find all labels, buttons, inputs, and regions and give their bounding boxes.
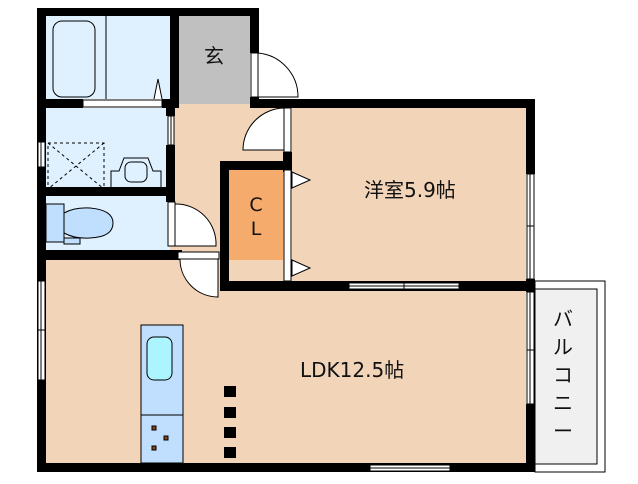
window-ldk-bottom [369,464,451,472]
balcony-label: バ ル コ ニ ー [548,305,578,445]
kitchen-counter [140,324,184,464]
closet-label-line: L [250,218,262,240]
windows [37,99,535,472]
window-bedroom-right [526,173,535,280]
balcony-label-char: ル [553,335,573,359]
washing-machine-pan [47,142,105,190]
window-ldk-left [37,280,46,381]
entry-label: 玄 [204,44,224,68]
toilet-door [167,201,217,247]
window-bath-bottom [82,99,163,108]
balcony-floor [534,288,598,465]
entry-floor [178,16,250,104]
washroom-door-jamb [167,115,175,146]
storage-marks [224,386,236,458]
window-bedroom-bottom [348,282,460,290]
bedroom-door [242,107,292,153]
doors [167,52,312,298]
window-ldk-right [526,291,535,405]
entrance-door [250,52,299,98]
ldk-floor [46,260,526,463]
bedroom-label: 洋室5.9帖 [364,178,456,202]
fixtures [45,16,236,464]
bathtub [52,16,163,100]
balcony-label-char: コ [553,363,573,387]
toilet-bowl [45,203,114,245]
closet-label: C L [246,196,266,244]
ldk-door [177,251,220,298]
balcony-label-char: バ [553,307,573,331]
balcony-label-char: ニ [553,391,573,415]
window-washroom-left [37,141,46,168]
balcony-label-char: ー [553,419,573,443]
ldk-label: LDK12.5帖 [300,358,405,382]
closet-doors [283,169,312,282]
bedroom-floor [292,108,526,281]
washbasin [110,157,162,187]
bath-floor [46,16,178,99]
floors [46,16,606,473]
closet-label-line: C [249,194,263,216]
